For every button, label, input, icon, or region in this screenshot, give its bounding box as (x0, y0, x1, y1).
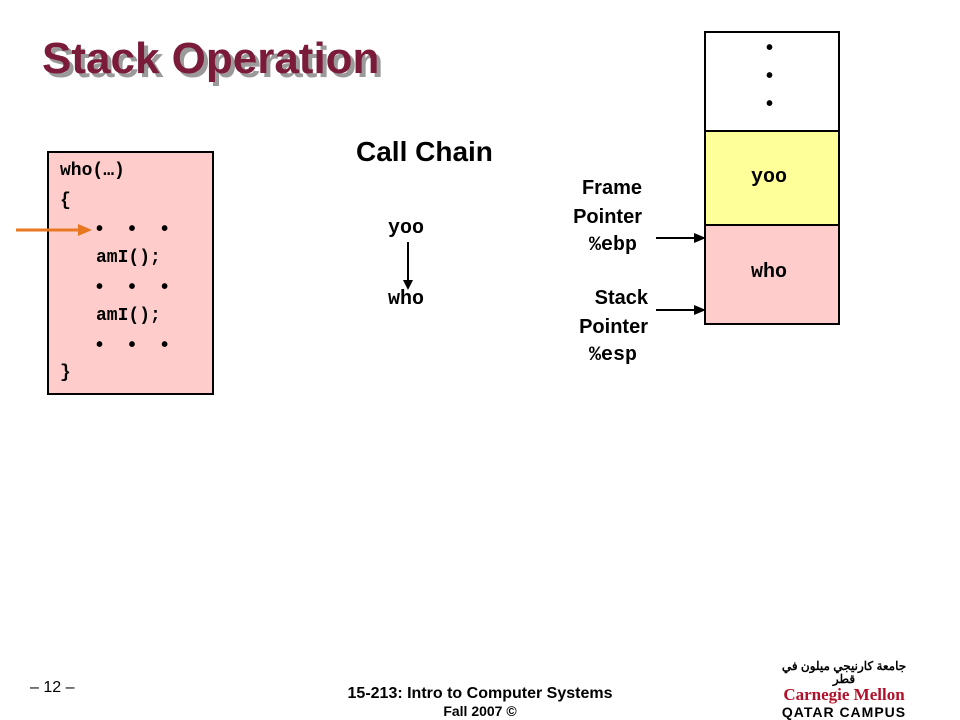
stack-frame-who-label: who (751, 261, 788, 284)
page-number: – 12 – (30, 679, 75, 696)
stack-frame-who (704, 224, 840, 325)
call-chain-title: Call Chain (356, 136, 493, 167)
code-box (47, 151, 214, 395)
call-chain-caller: yoo (388, 217, 425, 240)
code-ellipsis-3: • • • (96, 334, 179, 356)
footer-term: Fall 2007 © (443, 703, 517, 719)
stack-pointer-arrow (656, 305, 706, 315)
stack-dot-3: • (766, 93, 784, 115)
code-ellipsis-1: • • • (96, 218, 179, 240)
stack-pointer-label-1: Stack (594, 287, 648, 309)
frame-pointer-register: %ebp (589, 234, 638, 257)
slide-title: Stack Operation (42, 34, 380, 83)
code-ellipsis-2: • • • (96, 276, 179, 298)
logo-arabic-text: جامعة كارنيجي ميلون في قطر (781, 659, 907, 687)
call-chain-callee: who (388, 288, 425, 311)
frame-pointer-label-2: Pointer (573, 206, 642, 228)
frame-pointer-label-1: Frame (581, 177, 642, 199)
stack-dot-1: • (766, 37, 784, 59)
stack-pointer-register: %esp (589, 344, 638, 367)
logo-campus: QATAR CAMPUS (781, 704, 907, 720)
stack-frame-yoo-label: yoo (751, 166, 788, 189)
footer-course: 15-213: Intro to Computer Systems (347, 685, 613, 702)
logo-name: Carnegie Mellon (783, 685, 905, 705)
code-close-brace: } (60, 363, 71, 383)
code-call-2: amI(); (96, 306, 161, 326)
cmu-qatar-logo: جامعة كارنيجي ميلون في قطر Carnegie Mell… (774, 659, 914, 720)
code-call-1: amI(); (96, 248, 161, 268)
current-line-arrow (16, 224, 92, 236)
frame-pointer-arrow (656, 233, 706, 243)
stack-top-region (704, 31, 840, 132)
call-chain-arrow (403, 242, 413, 290)
stack-pointer-label-2: Pointer (579, 316, 648, 338)
code-header: who(…) (60, 161, 125, 181)
stack-dot-2: • (766, 65, 784, 87)
code-open-brace: { (60, 191, 71, 211)
